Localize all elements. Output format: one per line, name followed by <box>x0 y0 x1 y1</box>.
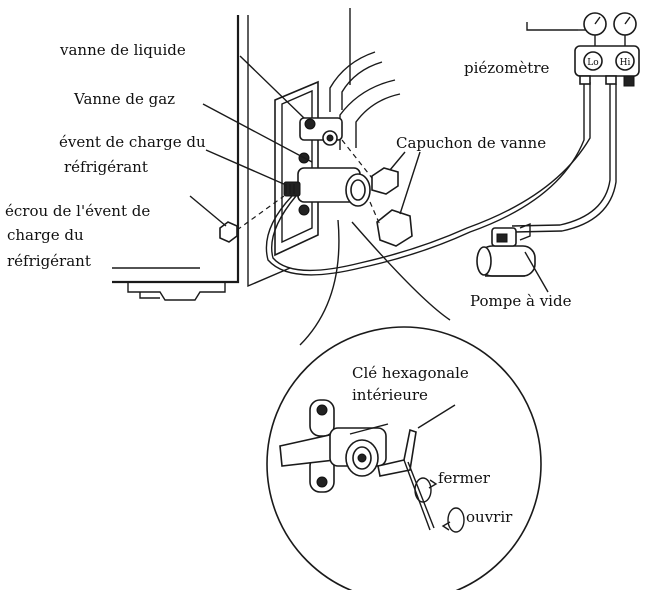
leader-lines <box>112 55 421 269</box>
gauge-lo-label: Lo <box>587 58 598 68</box>
hex-key-label-line2: intérieure <box>352 386 428 404</box>
valve-caps <box>341 139 413 247</box>
manifold-gauge <box>526 12 640 87</box>
gauge-label: piézomètre <box>464 59 550 77</box>
charge-port-label-line1: évent de charge du <box>59 133 206 151</box>
gauge-hi-label: Hi <box>620 58 631 68</box>
port-nut-label-line2: charge du <box>7 226 84 244</box>
hex-key <box>377 404 456 531</box>
close-rotation-arrow <box>414 477 438 503</box>
refrigerant-pipes <box>329 51 401 150</box>
port-nut <box>219 195 285 243</box>
open-rotation-arrow <box>441 507 465 533</box>
gas-valve <box>297 152 371 216</box>
vacuum-pump-label: Pompe à vide <box>470 292 572 310</box>
hex-key-label-line1: Clé hexagonale <box>352 364 469 382</box>
detail-valve <box>279 399 389 493</box>
valve-cap-label: Capuchon de vanne <box>396 134 546 152</box>
port-nut-label-line3: réfrigérant <box>7 252 91 270</box>
outdoor-unit <box>112 8 351 301</box>
vacuum-pump <box>476 222 549 293</box>
charge-port-label-line2: réfrigérant <box>64 158 148 176</box>
gas-valve-label: Vanne de gaz <box>73 90 175 108</box>
close-label: fermer <box>438 469 491 487</box>
port-nut-label-line1: écrou de l'évent de <box>5 202 150 220</box>
charge-hoses <box>265 82 617 276</box>
liquid-valve <box>299 117 343 146</box>
open-label: ouvrir <box>466 508 513 526</box>
charge-port <box>283 181 301 197</box>
liquid-valve-label: vanne de liquide <box>59 41 186 59</box>
